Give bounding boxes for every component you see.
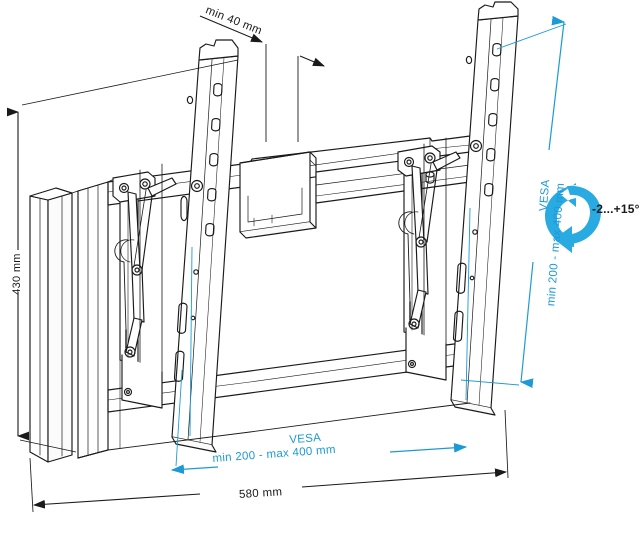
vesa-holes-left (205, 82, 223, 237)
dimension-min-40mm (199, 15, 326, 142)
rotation-arrow-icon (545, 183, 601, 253)
tilt-linkage-right (397, 137, 461, 381)
tilt-linkage-left (112, 163, 177, 409)
backplate-bottom-edge (77, 402, 471, 459)
dimension-580mm (29, 409, 509, 513)
dimension-430mm (7, 59, 239, 453)
vesa-vertical-dimension (460, 15, 567, 388)
vesa-horizontal-dimension (170, 207, 471, 475)
vesa-holes-right (484, 42, 502, 197)
center-slide-bar (239, 151, 317, 239)
label-tilt-angle: -2...+15° (592, 202, 640, 216)
wall-plate-left (29, 187, 73, 463)
vesa-vertical-line1: VESA (537, 178, 553, 212)
label-430mm: 430 mm (11, 253, 23, 295)
tv-arm-left (171, 39, 239, 453)
